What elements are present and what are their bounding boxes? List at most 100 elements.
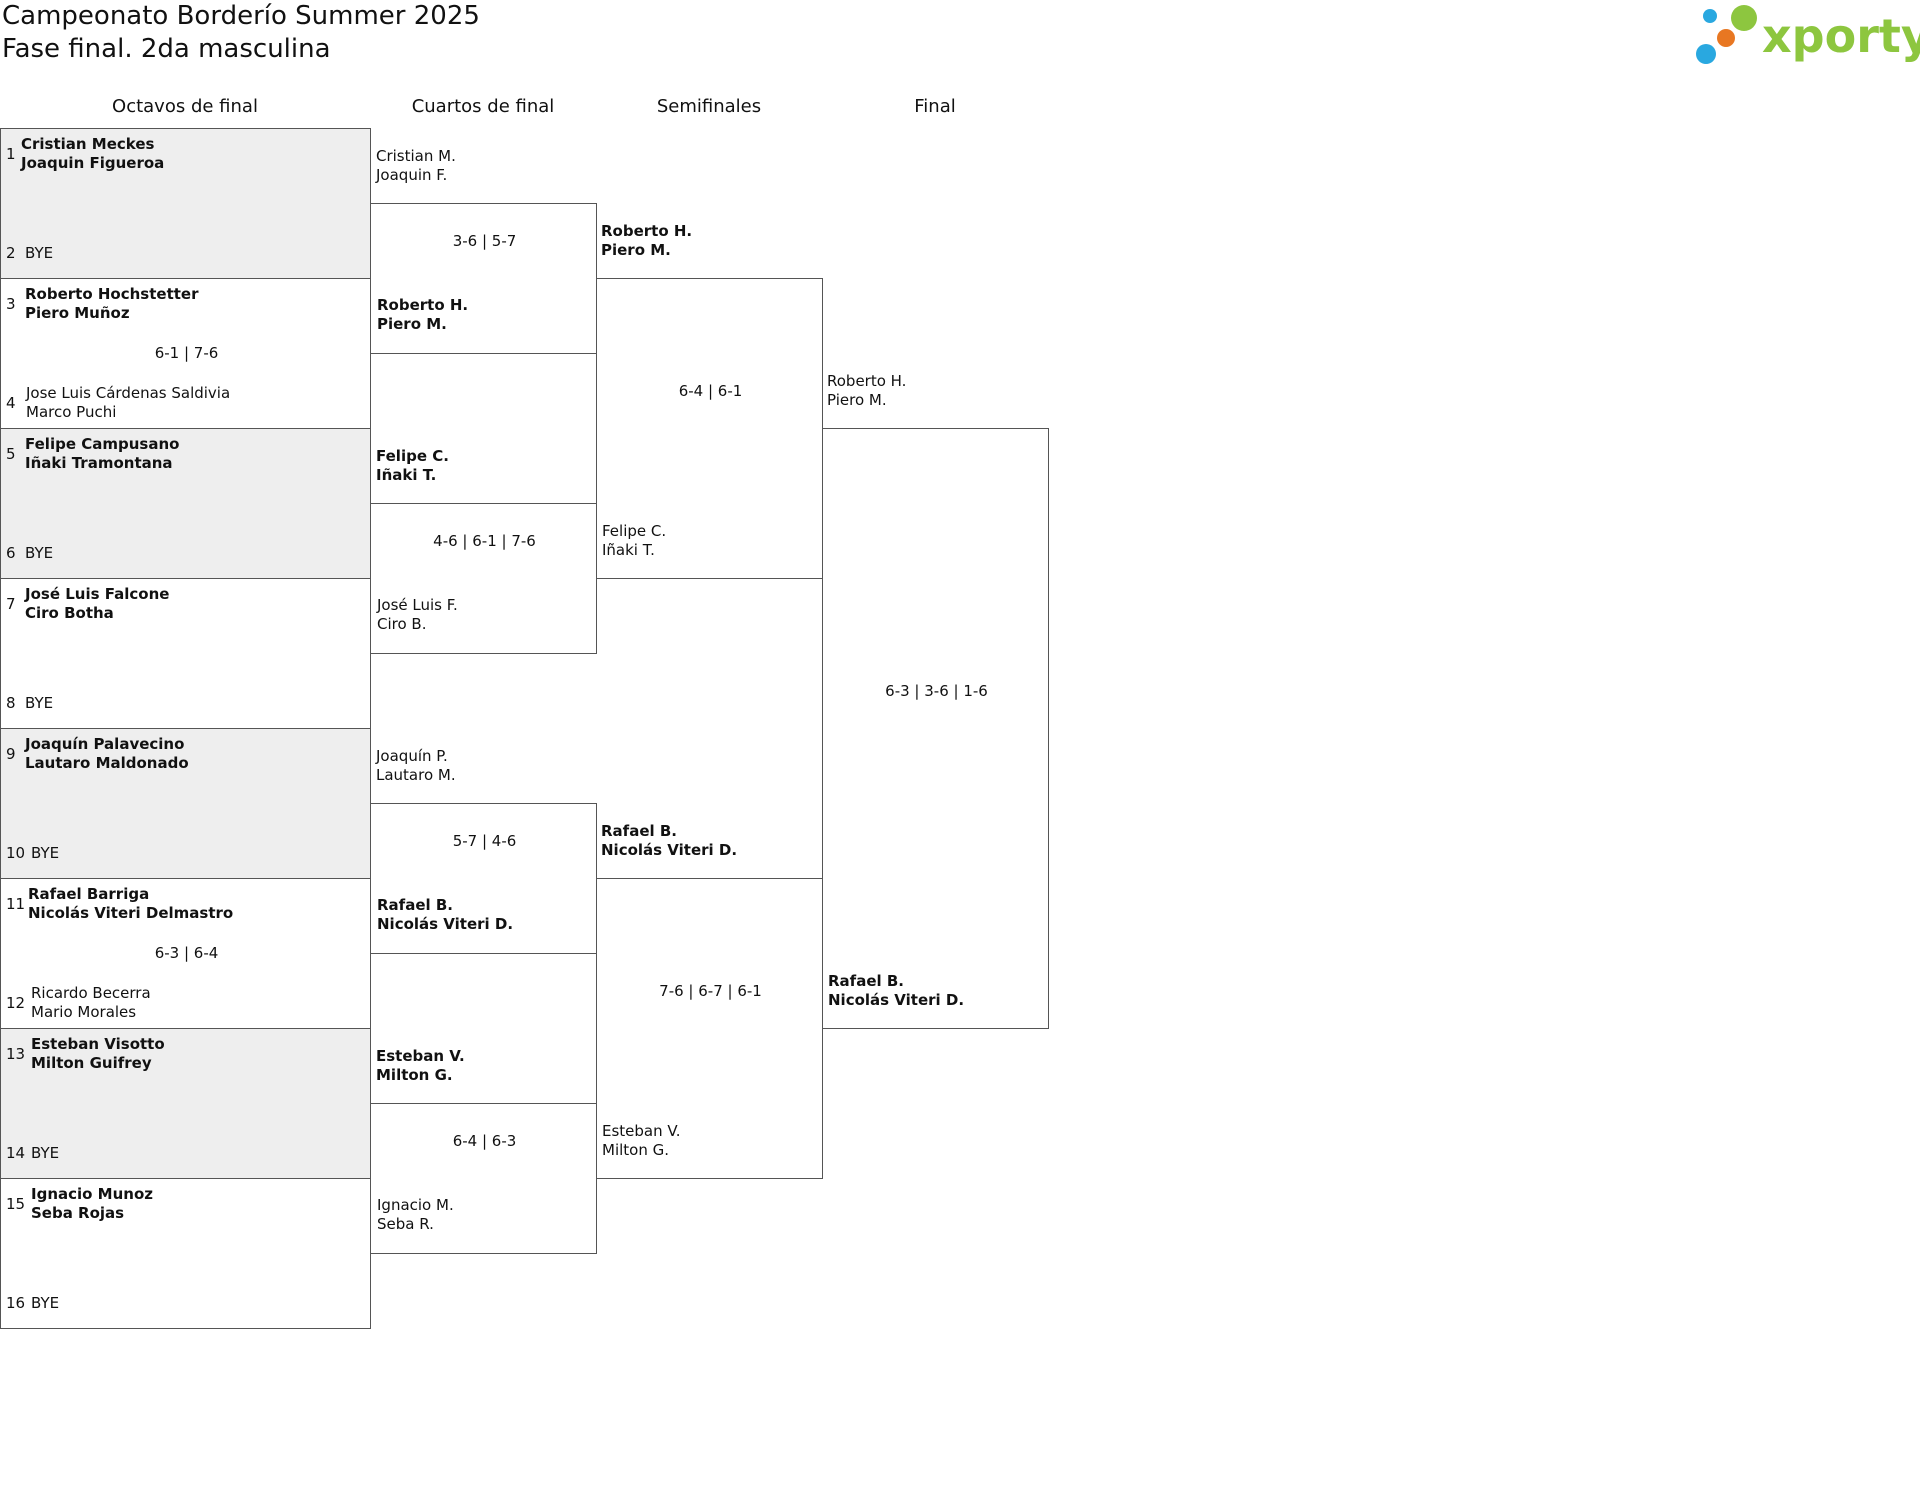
player-name: Ignacio M. <box>377 1196 454 1214</box>
player-name: Roberto H. <box>377 296 469 314</box>
sf2-team-a: Rafael B. Nicolás Viteri D. <box>601 822 737 860</box>
player-name: Milton Guifrey <box>31 1054 152 1072</box>
player-name: José Luis Falcone <box>25 585 170 603</box>
page-subtitle: Fase final. 2da masculina <box>2 34 331 64</box>
player-name: Esteban V. <box>602 1122 681 1140</box>
seed-number: 14 <box>6 1144 26 1162</box>
player-name: Marco Puchi <box>26 403 117 421</box>
match-score: 6-3 | 3-6 | 1-6 <box>885 682 988 700</box>
r16-match-6: 11 Rafael Barriga Nicolás Viteri Delmast… <box>0 878 371 1029</box>
round-header-r16: Octavos de final <box>112 96 258 117</box>
player-name: Nicolás Viteri Delmastro <box>28 904 234 922</box>
player-name: Mario Morales <box>31 1003 137 1021</box>
player-name: Piero M. <box>601 241 671 259</box>
r16-match-4: 7 José Luis Falcone Ciro Botha 8 BYE <box>0 578 371 729</box>
player-name: Iñaki T. <box>376 466 437 484</box>
round-header-sf: Semifinales <box>656 96 762 117</box>
player-name: Lautaro Maldonado <box>25 754 189 772</box>
qf4-team-a: Esteban V. Milton G. <box>376 1047 465 1085</box>
player-name: Piero M. <box>377 315 447 333</box>
player-name: Esteban V. <box>376 1047 465 1065</box>
r16-match-7: 13 Esteban Visotto Milton Guifrey 14 BYE <box>0 1028 371 1179</box>
qf-match-1: 3-6 | 5-7 Roberto H. Piero M. <box>370 203 597 354</box>
match-score: 4-6 | 6-1 | 7-6 <box>433 532 536 550</box>
player-name: Joaquín P. <box>376 747 448 765</box>
team-b: BYE <box>31 844 59 863</box>
player-name: Iñaki Tramontana <box>25 454 173 472</box>
qf2-team-a: Felipe C. Iñaki T. <box>376 447 449 485</box>
match-score: 6-4 | 6-1 <box>678 382 743 400</box>
page-title: Campeonato Borderío Summer 2025 <box>2 1 480 31</box>
player-name: Rafael B. <box>828 972 904 990</box>
qf-match-3: 5-7 | 4-6 Rafael B. Nicolás Viteri D. <box>370 803 597 954</box>
player-name: Ignacio Munoz <box>31 1185 153 1203</box>
seed-number: 15 <box>6 1195 26 1213</box>
seed-number: 5 <box>6 445 16 463</box>
player-name: Lautaro M. <box>376 766 456 784</box>
sf2-team-b: Esteban V. Milton G. <box>602 1122 681 1160</box>
seed-number: 11 <box>6 895 26 913</box>
player-name: Joaquin Figueroa <box>21 154 165 172</box>
seed-number: 9 <box>6 745 16 763</box>
player-name: Piero Muñoz <box>25 304 130 322</box>
player-name: Ciro B. <box>377 615 427 633</box>
r16-match-3: 5 Felipe Campusano Iñaki Tramontana 6 BY… <box>0 428 371 579</box>
player-name: Ciro Botha <box>25 604 114 622</box>
team-b: Ricardo Becerra Mario Morales <box>31 984 151 1022</box>
logo-dot-blue <box>1696 44 1716 64</box>
match-score: 5-7 | 4-6 <box>452 832 517 850</box>
sf1-team-a: Roberto H. Piero M. <box>601 222 692 260</box>
seed-number: 4 <box>6 394 16 412</box>
final-team-b: Rafael B. Nicolás Viteri D. <box>828 972 964 1010</box>
r16-match-1: 1 Cristian Meckes Joaquin Figueroa 2 BYE <box>0 128 371 279</box>
logo-text: xporty <box>1762 9 1920 63</box>
qf3-team-b: Rafael B. Nicolás Viteri D. <box>377 896 513 934</box>
match-score: 7-6 | 6-7 | 6-1 <box>659 982 762 1000</box>
sf-match-1: 6-4 | 6-1 Felipe C. Iñaki T. <box>596 278 823 579</box>
player-name: BYE <box>25 544 54 562</box>
player-name: Milton G. <box>602 1141 670 1159</box>
player-name: Rafael B. <box>601 822 677 840</box>
team-a: Esteban Visotto Milton Guifrey <box>31 1035 165 1073</box>
team-a: José Luis Falcone Ciro Botha <box>25 585 169 623</box>
qf-match-2: 4-6 | 6-1 | 7-6 José Luis F. Ciro B. <box>370 503 597 654</box>
team-b: BYE <box>31 1144 59 1163</box>
player-name: Jose Luis Cárdenas Saldivia <box>26 384 231 402</box>
player-name: Iñaki T. <box>602 541 655 559</box>
logo-dot-orange <box>1717 29 1735 47</box>
seed-number: 6 <box>6 544 16 562</box>
team-b: BYE <box>25 244 53 263</box>
seed-number: 7 <box>6 595 16 613</box>
player-name: Milton G. <box>376 1066 453 1084</box>
seed-number: 2 <box>6 244 16 262</box>
r16-match-5: 9 Joaquín Palavecino Lautaro Maldonado 1… <box>0 728 371 879</box>
player-name: Ricardo Becerra <box>31 984 151 1002</box>
player-name: Nicolás Viteri D. <box>377 915 514 933</box>
qf-match-4: 6-4 | 6-3 Ignacio M. Seba R. <box>370 1103 597 1254</box>
xporty-logo: xporty <box>1696 5 1920 64</box>
team-b: BYE <box>31 1294 59 1313</box>
player-name: Roberto Hochstetter <box>25 285 199 303</box>
seed-number: 16 <box>6 1294 26 1312</box>
qf2-team-b: José Luis F. Ciro B. <box>377 596 458 634</box>
player-name: Nicolás Viteri D. <box>601 841 738 859</box>
round-header-qf: Cuartos de final <box>411 96 555 117</box>
team-a: Ignacio Munoz Seba Rojas <box>31 1185 153 1223</box>
sf1-team-b: Felipe C. Iñaki T. <box>602 522 666 560</box>
team-a: Cristian Meckes Joaquin Figueroa <box>21 135 164 173</box>
player-name: BYE <box>31 1144 60 1162</box>
seed-number: 10 <box>6 844 26 862</box>
r16-match-8: 15 Ignacio Munoz Seba Rojas 16 BYE <box>0 1178 371 1329</box>
player-name: BYE <box>25 694 54 712</box>
team-a: Joaquín Palavecino Lautaro Maldonado <box>25 735 189 773</box>
match-score: 6-1 | 7-6 <box>154 344 219 362</box>
player-name: Seba Rojas <box>31 1204 125 1222</box>
player-name: BYE <box>25 244 54 262</box>
player-name: Piero M. <box>827 391 887 409</box>
player-name: José Luis F. <box>377 596 458 614</box>
seed-number: 12 <box>6 994 26 1012</box>
team-b: BYE <box>25 544 53 563</box>
player-name: Joaquin F. <box>376 166 448 184</box>
logo-dot-blue-small <box>1703 9 1717 23</box>
player-name: Felipe Campusano <box>25 435 180 453</box>
